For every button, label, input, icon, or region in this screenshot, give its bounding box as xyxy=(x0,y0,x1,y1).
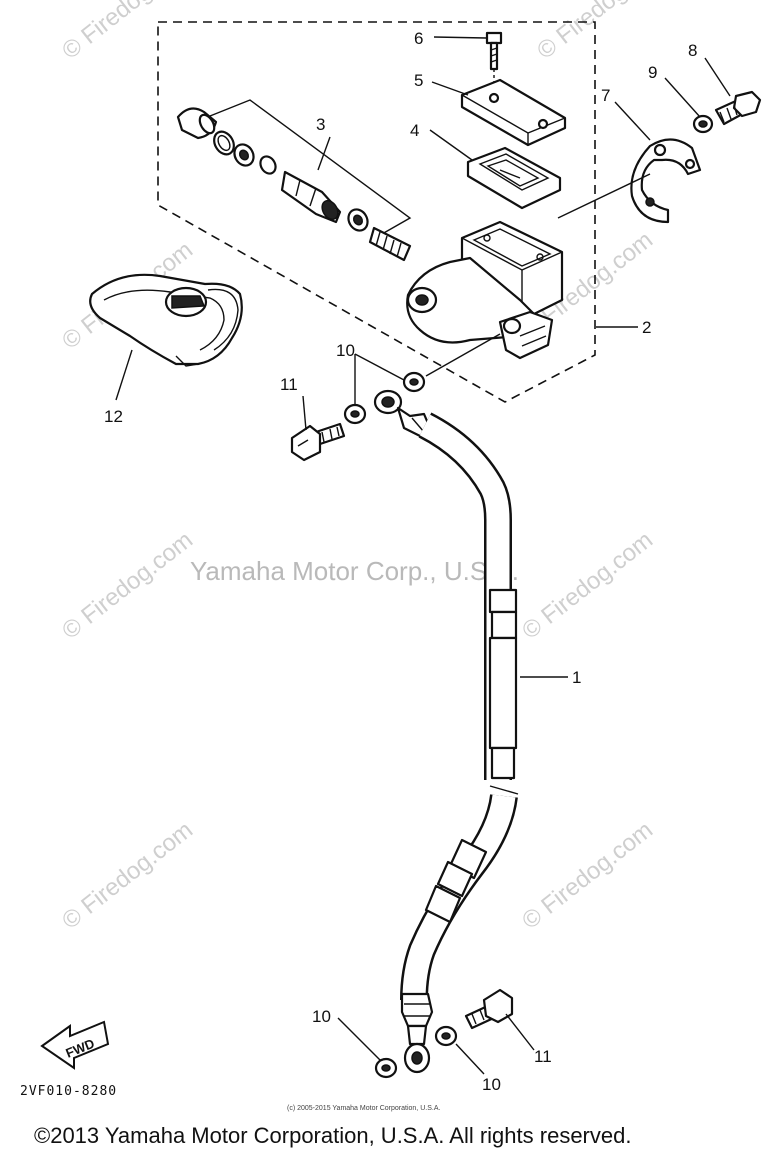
footer-copyright: ©2013 Yamaha Motor Corporation, U.S.A. A… xyxy=(34,1123,631,1148)
part-7-holder xyxy=(630,138,702,224)
part-3-piston-kit xyxy=(176,99,412,262)
part-12-lever-cover xyxy=(89,273,243,367)
part-6-screw xyxy=(485,31,503,90)
callout-10-upper: 10 xyxy=(336,341,355,360)
small-copyright: (c) 2005-2015 Yamaha Motor Corporation, … xyxy=(287,1105,440,1112)
watermark-7: © Firedog.com xyxy=(57,816,198,934)
part-5-cap xyxy=(460,78,567,147)
callout-2: 2 xyxy=(642,318,651,337)
center-watermark: Yamaha Motor Corp., U.S.A. xyxy=(190,556,519,586)
callout-4: 4 xyxy=(410,121,419,140)
part-4-diaphragm xyxy=(466,146,562,210)
watermark-2: © Firedog.com xyxy=(532,0,673,65)
watermarks: © Firedog.com © Firedog.com © Firedog.co… xyxy=(57,0,673,935)
part-1-brake-hose xyxy=(373,389,519,1074)
watermark-5: © Firedog.com xyxy=(57,526,198,644)
callout-5: 5 xyxy=(414,71,423,90)
part-11-bolts xyxy=(290,422,514,1030)
callout-10-lower: 10 xyxy=(482,1075,501,1094)
part-10-washers xyxy=(343,371,458,1079)
callout-labels: 6 5 4 3 7 9 8 2 10 11 12 1 10 10 11 xyxy=(104,29,697,1094)
diagram-code: 2VF010-8280 xyxy=(20,1084,117,1099)
callout-9: 9 xyxy=(648,63,657,82)
callout-10-left: 10 xyxy=(312,1007,331,1026)
part-2-master-cylinder xyxy=(406,220,564,360)
callout-1: 1 xyxy=(572,668,581,687)
callout-3: 3 xyxy=(316,115,325,134)
callout-11-lower: 11 xyxy=(534,1047,552,1066)
part-8-bolt xyxy=(714,90,762,126)
leader-lines xyxy=(115,36,731,1075)
fwd-arrow: FWD xyxy=(40,1020,110,1070)
watermark-8: © Firedog.com xyxy=(517,816,658,934)
callout-11-upper: 11 xyxy=(280,375,298,394)
watermark-1: © Firedog.com xyxy=(57,0,198,65)
watermark-6: © Firedog.com xyxy=(517,526,658,644)
callout-8: 8 xyxy=(688,41,697,60)
assembly-boundary xyxy=(157,21,596,403)
part-9-washer xyxy=(692,114,714,134)
callout-6: 6 xyxy=(414,29,423,48)
callout-12: 12 xyxy=(104,407,123,426)
callout-7: 7 xyxy=(601,86,610,105)
